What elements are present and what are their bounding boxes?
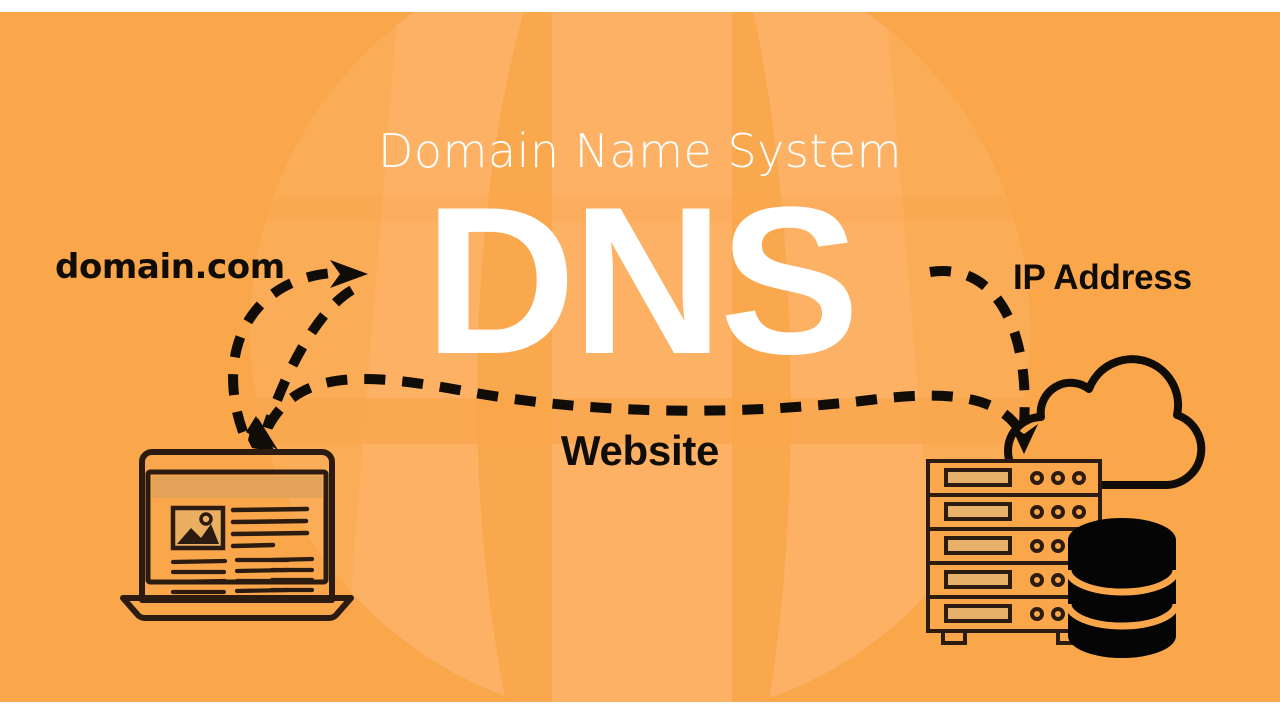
arrow-dns-to-laptop: [262, 285, 355, 430]
arrow-website-span: [263, 374, 1023, 432]
laptop-text-lines-top: [230, 506, 310, 549]
server-indicator-lights: [1030, 471, 1086, 621]
laptop-illustration: [120, 449, 354, 621]
subtitle-domain-name-system: Domain Name System: [378, 124, 902, 178]
laptop-base: [120, 595, 354, 621]
top-white-band: [0, 0, 1280, 12]
background-globe: [250, 12, 1030, 702]
server-foot-left: [941, 629, 967, 645]
laptop-page-header: [152, 476, 322, 498]
page-title-dns: DNS: [424, 163, 859, 398]
label-website: Website: [560, 427, 720, 474]
label-ip-address: IP Address: [1013, 258, 1192, 297]
laptop-text-columns: [170, 556, 315, 595]
database-body: [1068, 540, 1176, 658]
flow-arrows: [228, 266, 1030, 434]
bottom-white-band: [0, 702, 1280, 720]
laptop-thumbnail-sun: [199, 512, 213, 526]
cloud-outline: [1004, 355, 1206, 490]
database-illustration: [1064, 518, 1180, 658]
cloud-illustration: [1004, 355, 1206, 490]
arrowhead-website-left: [246, 416, 274, 450]
label-domain-com: domain.com: [55, 247, 285, 287]
laptop-thumbnail-mountain: [177, 524, 219, 544]
database-top: [1068, 518, 1176, 562]
arrowhead-to-dns: [330, 260, 368, 288]
database-divider-1: [1064, 569, 1180, 596]
laptop-lid: [139, 449, 335, 603]
arrow-dns-to-ip: [929, 266, 1030, 425]
database-divider-2: [1064, 603, 1180, 630]
server-slots: [944, 468, 1012, 623]
